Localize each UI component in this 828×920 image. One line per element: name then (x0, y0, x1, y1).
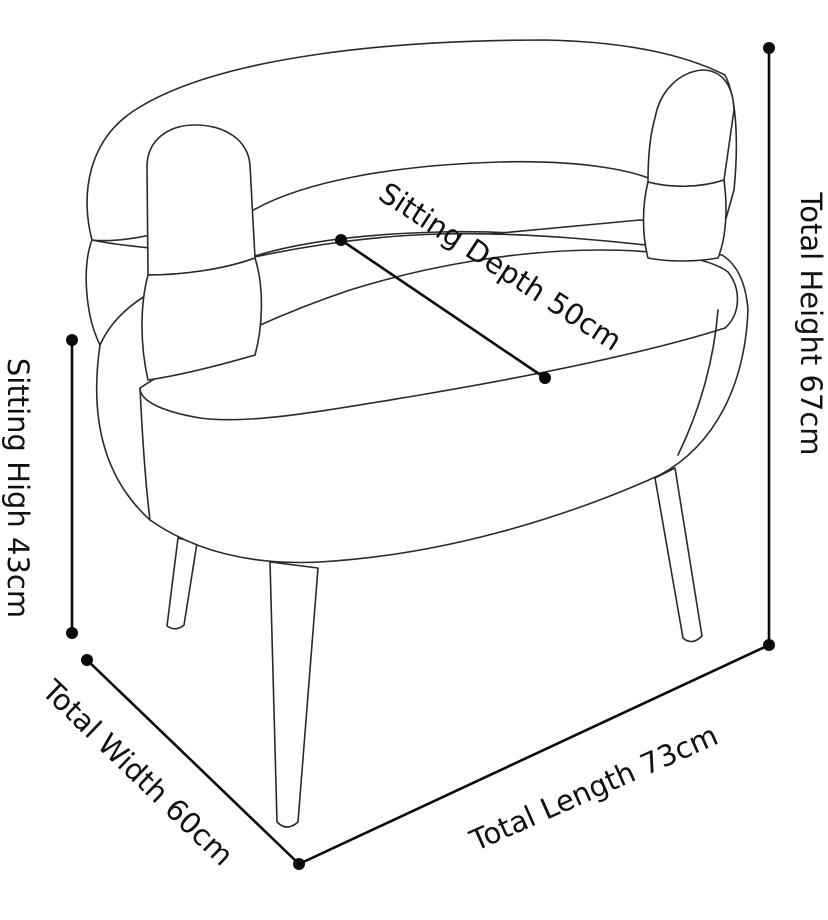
chair-illustration (85, 39, 749, 828)
sitting-depth-dot-end (539, 372, 551, 384)
sitting-high-label: Sitting High 43cm (1, 358, 35, 618)
left-armrest-lower (141, 257, 263, 381)
sitting-depth-dot-start (335, 234, 347, 246)
dimension-markers (66, 42, 775, 870)
back-left-leg (166, 537, 198, 630)
total-width-label: Total Width 60cm (35, 673, 240, 873)
back-right-leg (654, 467, 703, 643)
total-height-dot-top (763, 42, 775, 54)
sitting-depth-line (339, 238, 547, 380)
left-armrest-upper (146, 124, 256, 276)
sitting-high-dot-bottom (66, 627, 78, 639)
total-height-label: Total Height 67cm (794, 191, 828, 455)
total-width-dot-start (81, 654, 93, 666)
total-length-label: Total Length 73cm (464, 718, 723, 858)
right-armrest-lower (642, 179, 727, 262)
seat-seam-left (139, 387, 151, 521)
front-left-leg (269, 561, 319, 828)
seat-cushion (139, 249, 739, 421)
total-length-line (297, 643, 771, 866)
seat-seam-right (677, 309, 719, 456)
total-width-line (85, 658, 301, 866)
sitting-high-dot-top (66, 334, 78, 346)
